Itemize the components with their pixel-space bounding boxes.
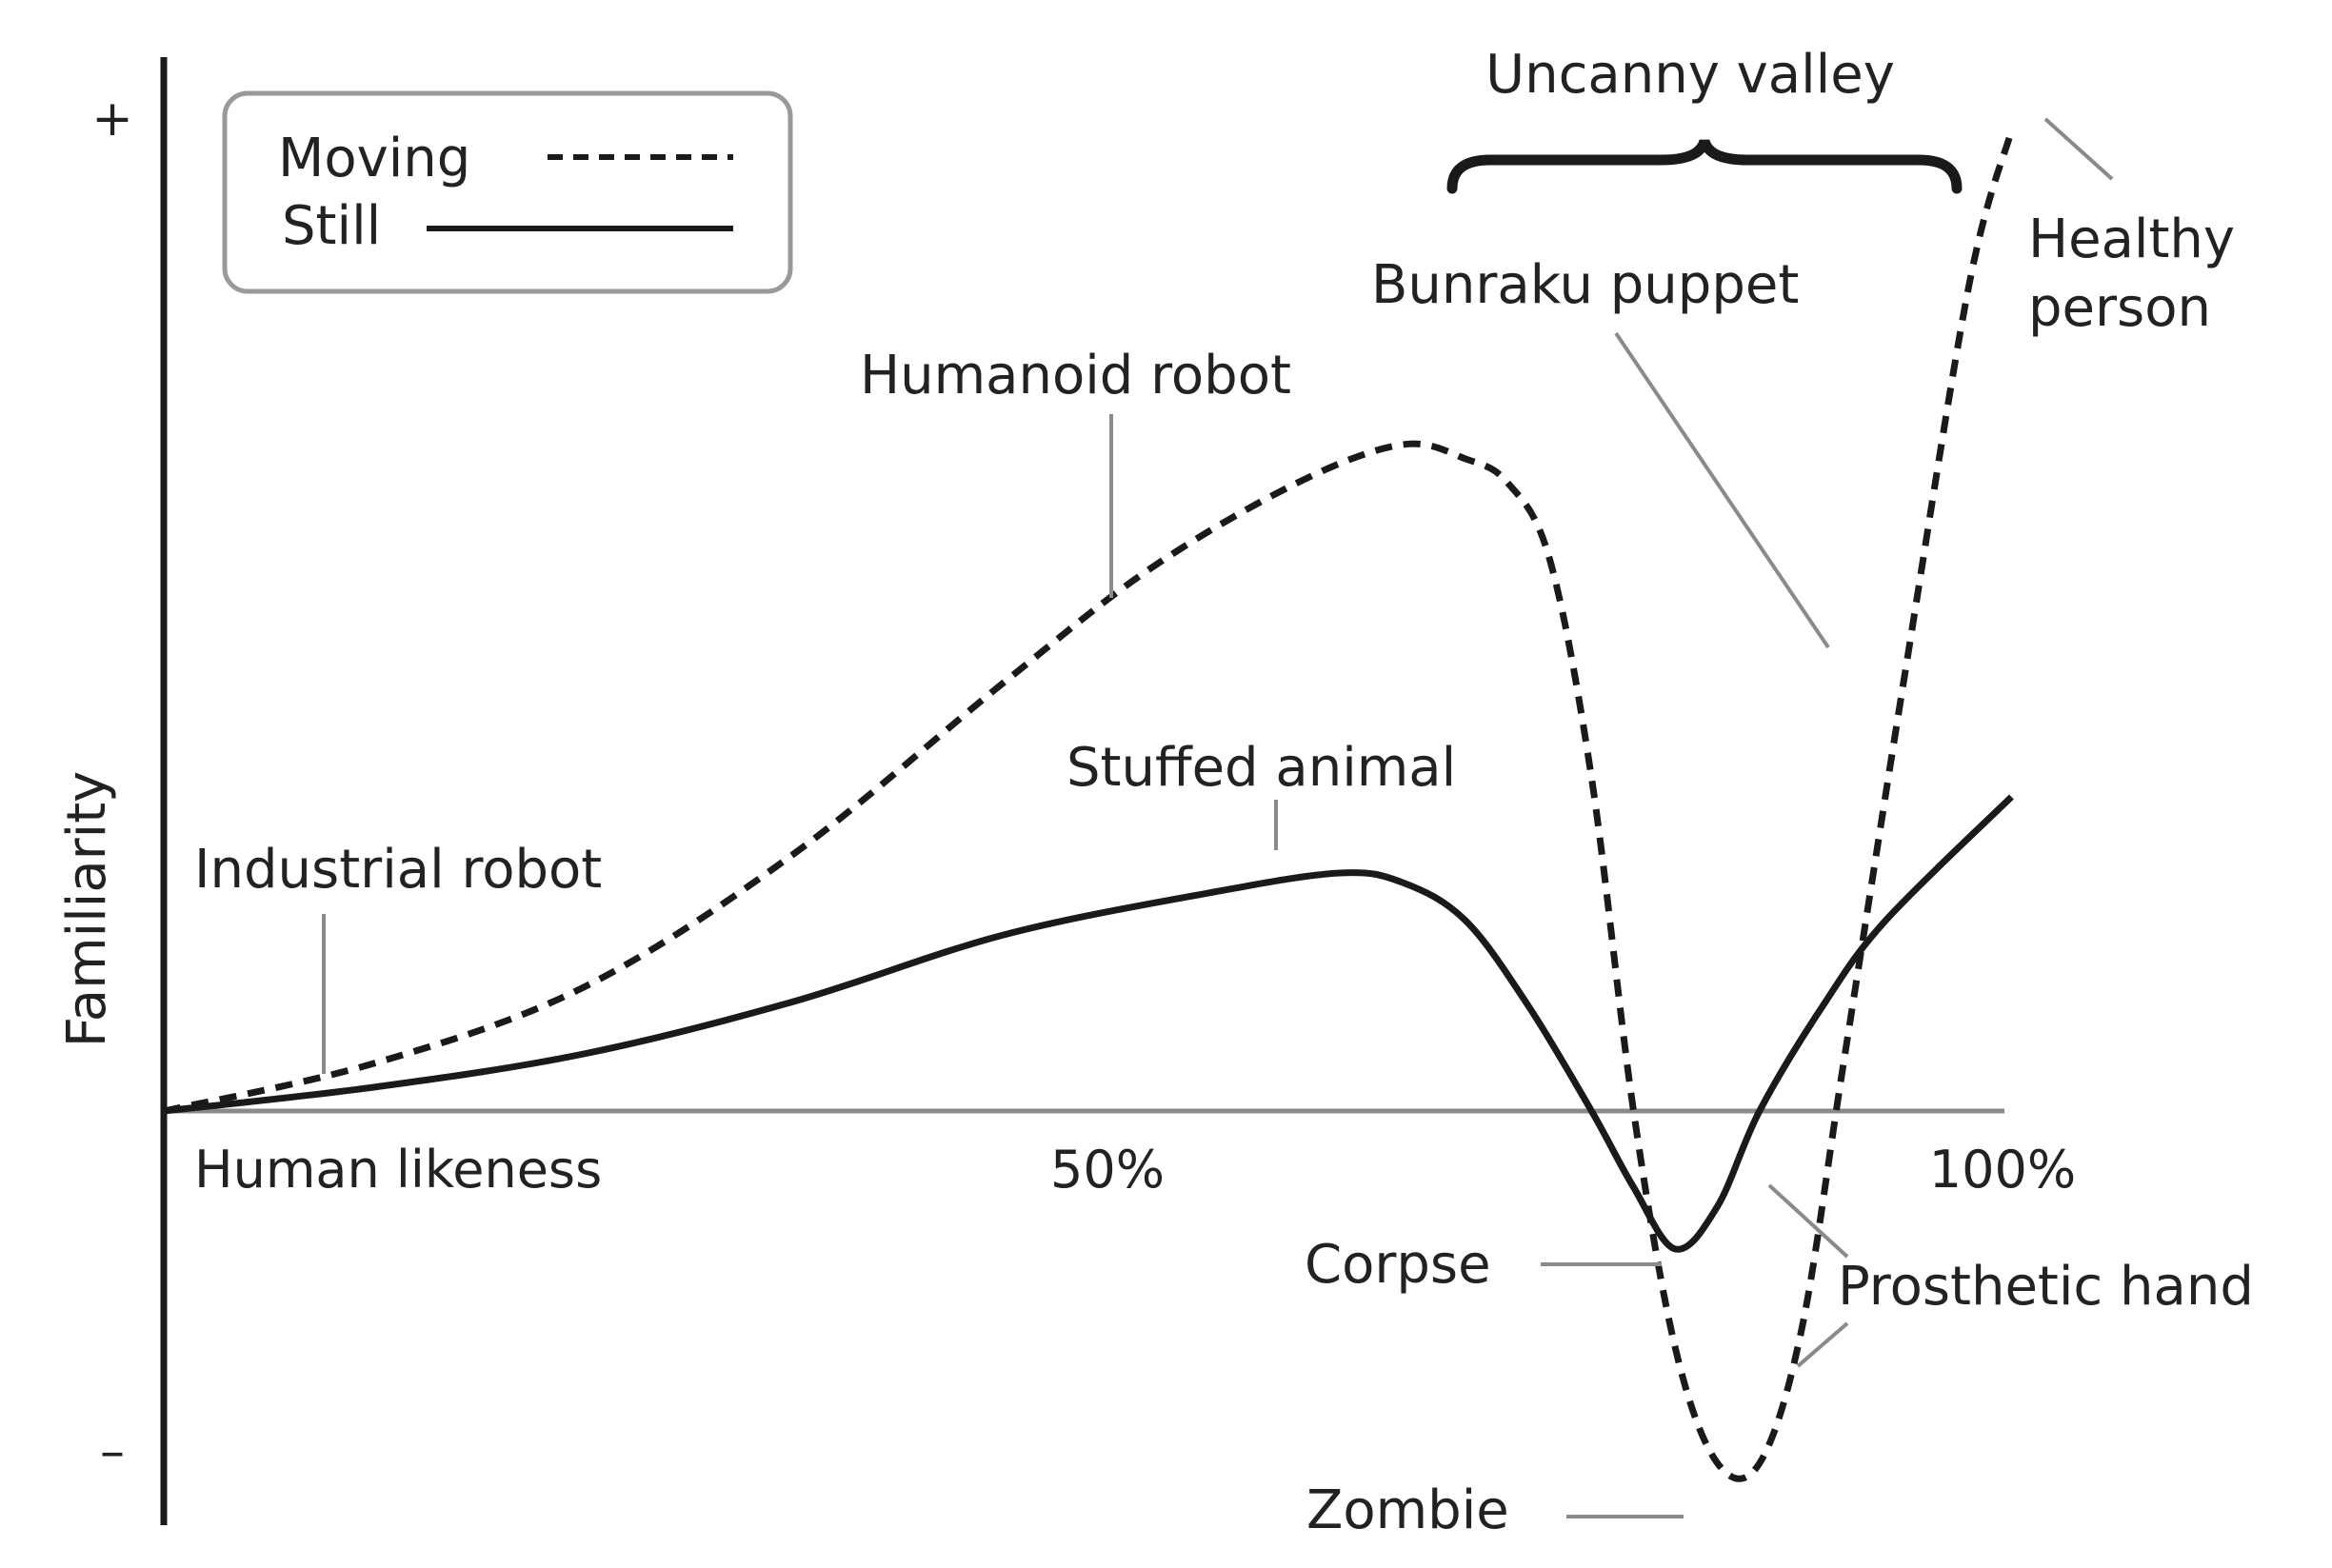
x-axis-label: Human likeness bbox=[194, 1140, 602, 1200]
leader-prosthetic-hand-lower bbox=[1796, 1321, 1849, 1368]
y-axis-label: Familiarity bbox=[56, 771, 118, 1048]
leader-healthy-person bbox=[2043, 117, 2114, 181]
annotation-healthy-person-line2: person bbox=[2028, 277, 2211, 339]
x-tick-50: 50% bbox=[1050, 1140, 1165, 1200]
legend: Moving Still bbox=[222, 90, 793, 294]
annotation-industrial-robot: Industrial robot bbox=[194, 839, 602, 901]
annotation-stuffed-animal: Stuffed animal bbox=[1066, 737, 1456, 799]
annotation-prosthetic-hand: Prosthetic hand bbox=[1838, 1256, 2254, 1318]
leader-bunraku-puppet bbox=[1614, 331, 1830, 649]
legend-box bbox=[222, 90, 793, 294]
annotation-healthy-person: Healthy person bbox=[2028, 208, 2235, 339]
annotation-zombie: Zombie bbox=[1306, 1479, 1509, 1541]
annotation-humanoid-robot: Humanoid robot bbox=[860, 345, 1291, 407]
series-moving-line bbox=[163, 129, 2015, 1482]
uncanny-valley-brace bbox=[1446, 139, 1963, 194]
series-still-line bbox=[163, 794, 2014, 1253]
annotation-corpse: Corpse bbox=[1305, 1234, 1491, 1296]
legend-label-moving: Moving bbox=[278, 128, 470, 189]
x-tick-100: 100% bbox=[1929, 1140, 2076, 1200]
leader-prosthetic-hand-upper bbox=[1767, 1183, 1849, 1259]
annotation-bunraku-puppet: Bunraku puppet bbox=[1371, 254, 1799, 316]
legend-label-still: Still bbox=[282, 195, 381, 257]
y-tick-negative: – bbox=[100, 1423, 125, 1480]
annotation-healthy-person-line1: Healthy bbox=[2028, 208, 2235, 270]
uncanny-valley-label: Uncanny valley bbox=[1485, 44, 1895, 106]
y-tick-positive: + bbox=[91, 90, 133, 148]
